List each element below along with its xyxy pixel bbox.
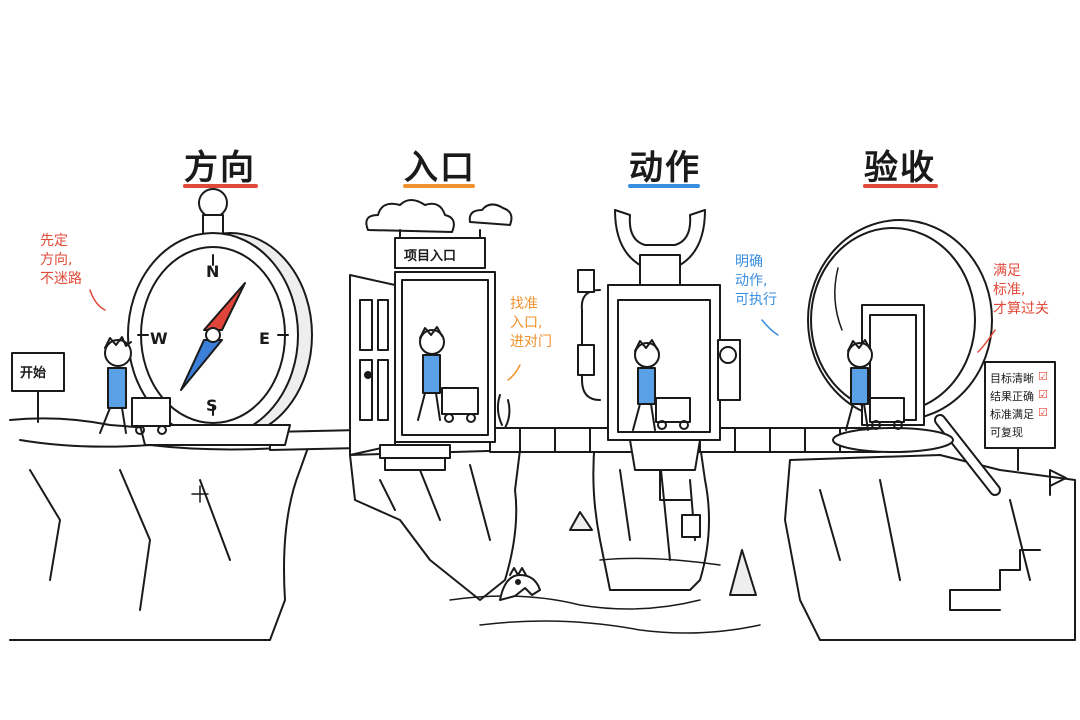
compass-letter-n: N [206,262,220,281]
compass-letter-e: E [259,329,270,348]
start-sign-label: 开始 [20,366,47,381]
stage-title-action: 动作 [629,148,701,188]
note-entrance: 找准 入口, 进对门 [510,296,552,350]
note-acceptance: 满足 标准, 才算过关 [993,263,1049,317]
cliffs [9,417,1076,641]
compass-letter-w: W [150,329,168,348]
checklist-board [984,361,1067,496]
character-3 [632,339,691,431]
underline-entrance [403,184,475,188]
note-arrow-3 [761,319,779,336]
note-action: 明确 动作, 可执行 [735,254,777,308]
note-arrow-1 [89,289,106,311]
checklist-item-3: 标准满足 [990,408,1034,421]
start-signpost [11,352,65,423]
checklist-item-1: 目标清晰 [990,372,1034,385]
character-4 [845,339,905,431]
checklist-checkmark-3: ☑ [1038,406,1048,419]
stage-title-entrance: 入口 [404,148,476,188]
checklist-checkmark-2: ☑ [1038,388,1048,401]
underline-acceptance [863,184,938,188]
character-1 [99,336,171,435]
stage-title-acceptance: 验收 [864,148,936,188]
compass [127,188,313,446]
checklist-checkmark-1: ☑ [1038,370,1048,383]
underline-direction [183,184,258,188]
checklist-item-4: 可复现 [990,426,1023,439]
compass-letter-s: S [206,396,218,415]
underline-action [628,184,700,188]
stage-title-direction: 方向 [184,148,256,188]
checklist-item-2: 结果正确 [990,390,1034,403]
note-arrow-2 [507,364,521,381]
character-2 [417,326,479,423]
door-sign-label: 项目入口 [404,249,457,264]
note-arrow-4 [977,329,996,353]
note-direction: 先定 方向, 不迷路 [40,233,82,287]
door-frame [349,199,513,471]
